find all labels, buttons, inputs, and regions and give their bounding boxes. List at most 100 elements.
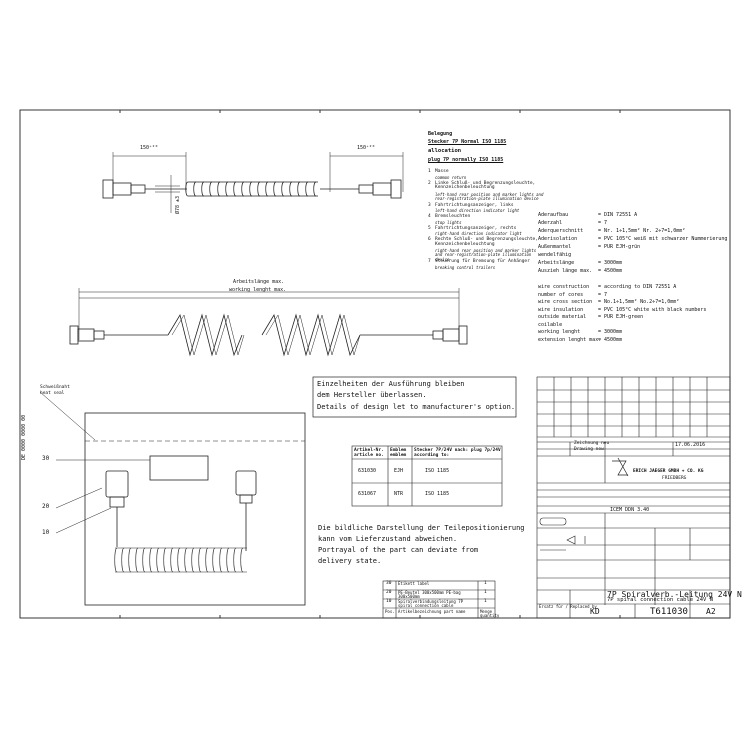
- spec-value: = 4500mm: [598, 336, 623, 343]
- pin-desc-en: right-hand direction indicator light: [435, 231, 522, 236]
- spec-value: = 3000mm: [598, 260, 623, 266]
- replaced-by-label: Ersatz für / Replaced by: [539, 604, 597, 609]
- left-length-dim: 150⁺²⁰: [140, 145, 159, 151]
- pin-desc-de: Linke Schluß- und Begrenzungsleuchte, Ke…: [435, 180, 536, 191]
- callout-10: 10: [42, 529, 50, 536]
- spec-value: = 4500mm: [598, 268, 623, 274]
- pin-desc-de: Fahrtrichtungsanzeiger, rechts: [435, 225, 517, 231]
- spec-value: = PUR EJH-green: [598, 314, 644, 320]
- portrayal-line1: Die bildliche Darstellung der Teileposit…: [318, 524, 525, 532]
- title-block-grid: [536, 376, 731, 619]
- pin-desc-en: left-hand rear position and marker light…: [435, 191, 544, 201]
- pin-desc-de: Steuerung für Bremsung für Anhänger: [435, 259, 530, 264]
- working-length-en: working lenght max.: [229, 287, 287, 293]
- parts-qty: 1: [484, 599, 487, 604]
- spec-key: Aderzahl: [538, 220, 563, 226]
- extended-cable-drawing: [69, 288, 468, 357]
- coil-diameter-dim: Ø78 ±3: [175, 195, 181, 214]
- right-length-dim: 150⁺²⁰: [357, 145, 376, 151]
- spec-key: number of cores: [538, 291, 584, 298]
- coiled-cable-drawing: [102, 152, 404, 213]
- sheet-frame: [19, 109, 731, 619]
- code-label: KD: [590, 607, 600, 616]
- article-row2-no: 631067: [358, 491, 377, 497]
- pin-desc-en: breaking control trailers: [435, 264, 496, 270]
- revision-label-en: Drawing new: [574, 447, 604, 452]
- standard-label: ICEM DDN 3.40: [610, 507, 650, 513]
- article-row1-emblem: EJH: [394, 468, 404, 474]
- pin-number: 1: [428, 169, 431, 174]
- parts-qty: 1: [484, 590, 487, 595]
- article-row2-emblem: NTR: [394, 491, 404, 497]
- parts-pos: 10: [386, 599, 392, 604]
- packaging-drawing: [39, 391, 306, 606]
- pin-desc-en: stop lights: [435, 219, 462, 225]
- spec-value: = PVC 105°C weiß mit schwarzer Nummerier…: [598, 236, 728, 242]
- pin-desc-de: Masse: [435, 169, 449, 174]
- spec-value: = 3000mm: [598, 329, 623, 335]
- spec-key: wire insulation: [538, 306, 584, 313]
- article-table-grid: [351, 445, 503, 507]
- allocation-title-de: Stecker 7P Normal ISO 1185: [428, 139, 507, 145]
- spec-key: Außenmantel: [538, 244, 572, 250]
- portrayal-line4: delivery state.: [318, 557, 382, 565]
- spec-key: coilable: [538, 321, 563, 328]
- pin-desc-en: right-hand rear position and marker ligh…: [435, 248, 537, 262]
- company-name: ERICH JAEGER GMBH + CO. KG: [633, 469, 704, 474]
- company-location: FRIEDBERG: [662, 476, 687, 481]
- revision-date: 17.06.2016: [675, 442, 706, 448]
- parts-header-desc: Artikelbezeichnung part name: [398, 609, 466, 614]
- spec-key: extension lenght max.: [538, 336, 602, 343]
- article-row1-plug: ISO 1185: [425, 468, 450, 474]
- working-length-de: Arbeitslänge max.: [233, 279, 285, 285]
- article-row1-no: 631030: [358, 468, 377, 474]
- parts-header-qty: Menge quantity: [480, 609, 500, 618]
- parts-desc: Spiralverbindungsleitung 7P spiral conne…: [398, 599, 464, 609]
- spec-key: Auszieh länge max.: [538, 268, 593, 274]
- article-header-plug: Stecker 7P/24V nach: plug 7p/24V accordi…: [414, 448, 501, 458]
- spec-key: Aderaufbau: [538, 212, 569, 218]
- pin-number: 7: [428, 259, 431, 264]
- pin-number: 4: [428, 214, 431, 219]
- weld-label: Schweißnaht: [40, 385, 70, 390]
- design-note-line1: Einzelheiten der Ausführung bleiben: [317, 380, 465, 388]
- weld-label-en: heat seal: [40, 391, 65, 396]
- portrayal-line3: Portrayal of the part can deviate from: [318, 546, 479, 554]
- parts-qty: 1: [484, 581, 487, 586]
- allocation-heading-en: allocation: [428, 148, 462, 154]
- spec-value: = Nr. 1÷1,5mm² Nr. 2÷7=1,0mm²: [598, 228, 686, 234]
- article-header-no: Artikel-Nr. article no.: [354, 448, 384, 458]
- allocation-heading-de: Belegung: [428, 131, 453, 137]
- spec-value: = DIN 72551 A: [598, 212, 638, 218]
- side-label: DE 0000 0000 00: [21, 414, 27, 460]
- design-note-box: [312, 376, 517, 418]
- spec-value: = No.1÷1,5mm² No.2÷7=1,0mm²: [598, 299, 680, 305]
- revision-label-de: Zeichnung neu: [574, 441, 610, 446]
- parts-pos: 20: [386, 590, 392, 595]
- spec-key: wire cross section: [538, 299, 593, 305]
- spec-value: = 7: [598, 291, 608, 298]
- title-de: 7P Spiralverb.-Leitung 24V N: [607, 590, 742, 599]
- pin-desc-en: left-hand direction indicator light: [435, 208, 520, 213]
- spec-key: wendelfähig: [538, 252, 572, 258]
- design-note-line2: dem Hersteller überlassen.: [317, 391, 427, 399]
- spec-key: Arbeitslänge: [538, 260, 575, 266]
- pin-desc-de: Bremsleuchten: [435, 214, 471, 219]
- parts-pos: 30: [386, 581, 392, 586]
- drawing-number: T611030: [650, 607, 688, 617]
- format-label: A2: [706, 607, 716, 616]
- parts-list-grid: [382, 580, 496, 619]
- spec-value: = PVC 105°C white with black numbers: [598, 306, 707, 313]
- callout-30: 30: [42, 455, 50, 462]
- portrayal-line2: kann vom Lieferzustand abweichen.: [318, 535, 458, 543]
- company-logo-icon: [612, 457, 629, 477]
- parts-header-pos: Pos.: [385, 609, 395, 614]
- design-note-line3: Details of design let to manufacturer's …: [317, 403, 516, 411]
- article-header-emblem: Emblem emblem: [390, 448, 407, 458]
- pin-number: 2: [428, 180, 431, 186]
- pin-number: 5: [428, 225, 431, 231]
- pin-desc-de: Fahrtrichtungsanzeiger, links: [435, 202, 514, 208]
- spec-key: Aderquerschnitt: [538, 228, 584, 234]
- pin-desc-de: Rechte Schluß- und Begrenzungsleuchte, K…: [435, 237, 538, 247]
- callout-20: 20: [42, 503, 50, 510]
